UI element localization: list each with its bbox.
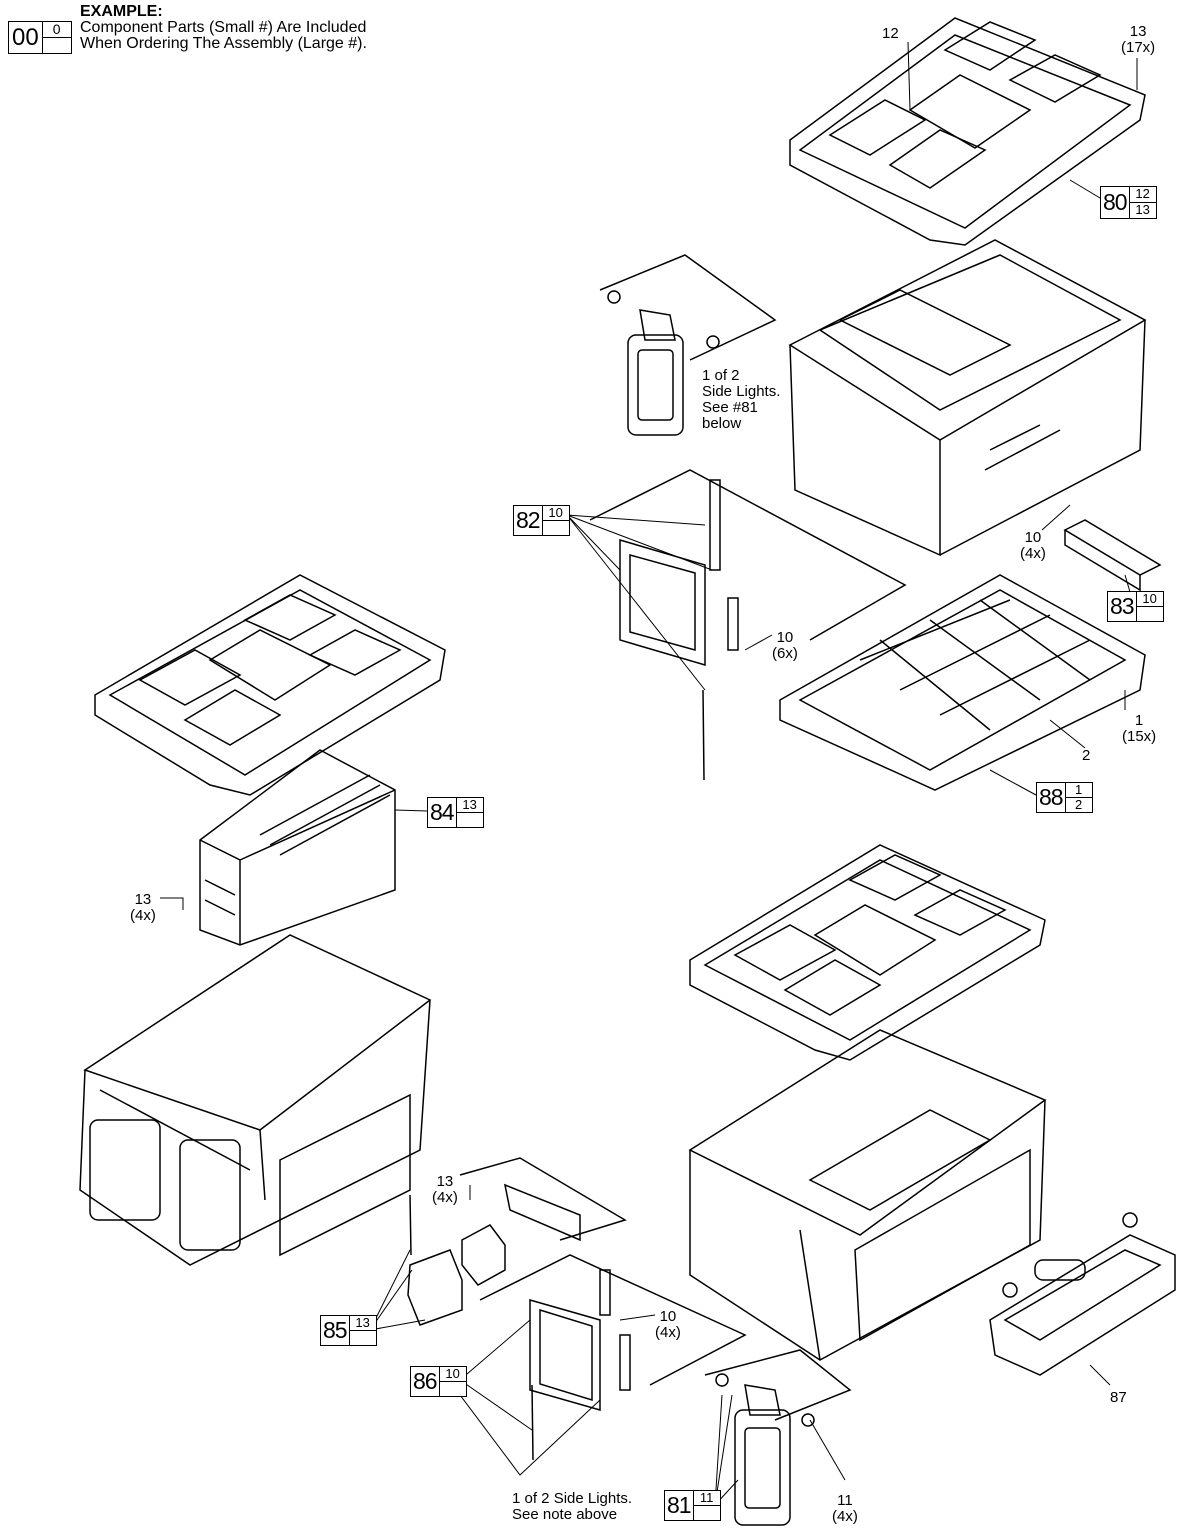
part-number: 10 xyxy=(776,629,794,646)
component-number: 12 xyxy=(1129,187,1156,203)
example-small-empty xyxy=(43,38,71,53)
example-callout: 00 0 xyxy=(8,21,72,54)
component-empty xyxy=(694,1506,720,1520)
strip-83 xyxy=(1063,519,1162,592)
label-13-top: 13(17x) xyxy=(1121,24,1155,56)
component-number: 11 xyxy=(693,1491,720,1506)
assembly-number: 86 xyxy=(411,1367,440,1396)
label-10-6x: 10(6x) xyxy=(772,630,798,662)
label-10-4x: 10(4x) xyxy=(1020,530,1046,562)
part-number: 10 xyxy=(659,1308,677,1325)
component-empty xyxy=(457,813,483,827)
component-empty xyxy=(440,1382,466,1396)
part-qty: (6x) xyxy=(772,645,798,662)
label-1-15x: 1(15x) xyxy=(1122,713,1156,745)
side-light-note: 1 of 2 Side Lights. See #81 below xyxy=(702,368,780,432)
component-number: 1 xyxy=(1065,783,1092,798)
label-10-4x-bottom: 10(4x) xyxy=(655,1309,681,1341)
box-bottom-right xyxy=(688,1029,1047,1361)
cover-84 xyxy=(199,749,396,946)
part-qty: (4x) xyxy=(655,1324,681,1341)
component-empty xyxy=(350,1331,376,1345)
note-line: See note above xyxy=(512,1506,618,1523)
note-line: See #81 xyxy=(702,399,758,416)
box-top-right xyxy=(788,239,1147,557)
lid-bottom-right xyxy=(689,844,1046,1061)
assembly-number: 82 xyxy=(514,506,543,535)
assembly-number: 84 xyxy=(428,798,457,827)
door-82 xyxy=(589,469,907,781)
component-empty xyxy=(543,521,569,535)
example-big-number: 00 xyxy=(9,22,43,53)
example-heading: EXAMPLE: xyxy=(80,3,163,20)
callout-83: 83 10 xyxy=(1107,591,1164,622)
note-line: below xyxy=(702,415,742,432)
callout-85: 85 13 xyxy=(320,1315,377,1346)
example-small-number: 0 xyxy=(42,22,71,38)
component-number: 13 xyxy=(1135,202,1150,217)
box-bottom-left xyxy=(79,934,432,1266)
component-empty xyxy=(1137,607,1163,621)
bottom-side-light-note: 1 of 2 Side Lights. See note above xyxy=(512,1491,632,1523)
callout-81: 81 11 xyxy=(664,1490,721,1521)
component-number: 10 xyxy=(439,1367,466,1382)
label-87: 87 xyxy=(1110,1389,1127,1406)
component-number: 10 xyxy=(542,506,569,521)
label-13-left: 13(4x) xyxy=(130,892,156,924)
part-qty: (17x) xyxy=(1121,39,1156,56)
tray-88 xyxy=(779,574,1146,791)
part-qty: (4x) xyxy=(832,1508,858,1525)
callout-82: 82 10 xyxy=(513,505,570,536)
part-qty: (15x) xyxy=(1122,728,1157,745)
side-light-81 xyxy=(704,1349,852,1526)
assembly-number: 80 xyxy=(1101,187,1130,218)
part-qty: (4x) xyxy=(432,1189,458,1206)
side-light-top xyxy=(599,254,777,436)
label-11-4x: 11(4x) xyxy=(832,1493,858,1525)
part-number: 1 xyxy=(1134,712,1144,729)
example-line-2: When Ordering The Assembly (Large #). xyxy=(80,35,367,52)
label-12: 12 xyxy=(882,25,899,42)
assembly-number: 81 xyxy=(665,1491,694,1520)
label-2: 2 xyxy=(1082,747,1091,764)
component-number: 13 xyxy=(456,798,483,813)
component-number: 13 xyxy=(349,1316,376,1331)
assembly-number: 85 xyxy=(321,1316,350,1345)
door-86 xyxy=(479,1254,747,1461)
label-13-mid: 13(4x) xyxy=(432,1174,458,1206)
lid-top-right xyxy=(789,17,1146,246)
leader-lines xyxy=(160,41,1138,1506)
part-number: 13 xyxy=(1129,23,1147,40)
example-line-1: Component Parts (Small #) Are Included xyxy=(80,19,367,36)
component-number: 10 xyxy=(1136,592,1163,607)
note-line: 1 of 2 Side Lights. xyxy=(512,1490,633,1507)
part-qty: (4x) xyxy=(130,907,156,924)
part-number: 11 xyxy=(837,1492,853,1509)
note-line: 1 of 2 xyxy=(702,367,740,384)
part-number: 13 xyxy=(436,1173,454,1190)
assembly-number: 83 xyxy=(1108,592,1137,621)
note-line: Side Lights. xyxy=(702,383,781,400)
example-text: EXAMPLE: Component Parts (Small #) Are I… xyxy=(80,4,367,52)
part-qty: (4x) xyxy=(1020,545,1046,562)
assembly-number: 88 xyxy=(1037,783,1066,812)
part-number: 13 xyxy=(134,891,152,908)
component-number: 2 xyxy=(1074,797,1083,812)
callout-84: 84 13 xyxy=(427,797,484,828)
callout-86: 86 10 xyxy=(410,1366,467,1397)
parts-85 xyxy=(407,1157,627,1326)
lid-left xyxy=(94,574,446,796)
side-light-87 xyxy=(989,1212,1176,1376)
part-number: 10 xyxy=(1024,529,1042,546)
